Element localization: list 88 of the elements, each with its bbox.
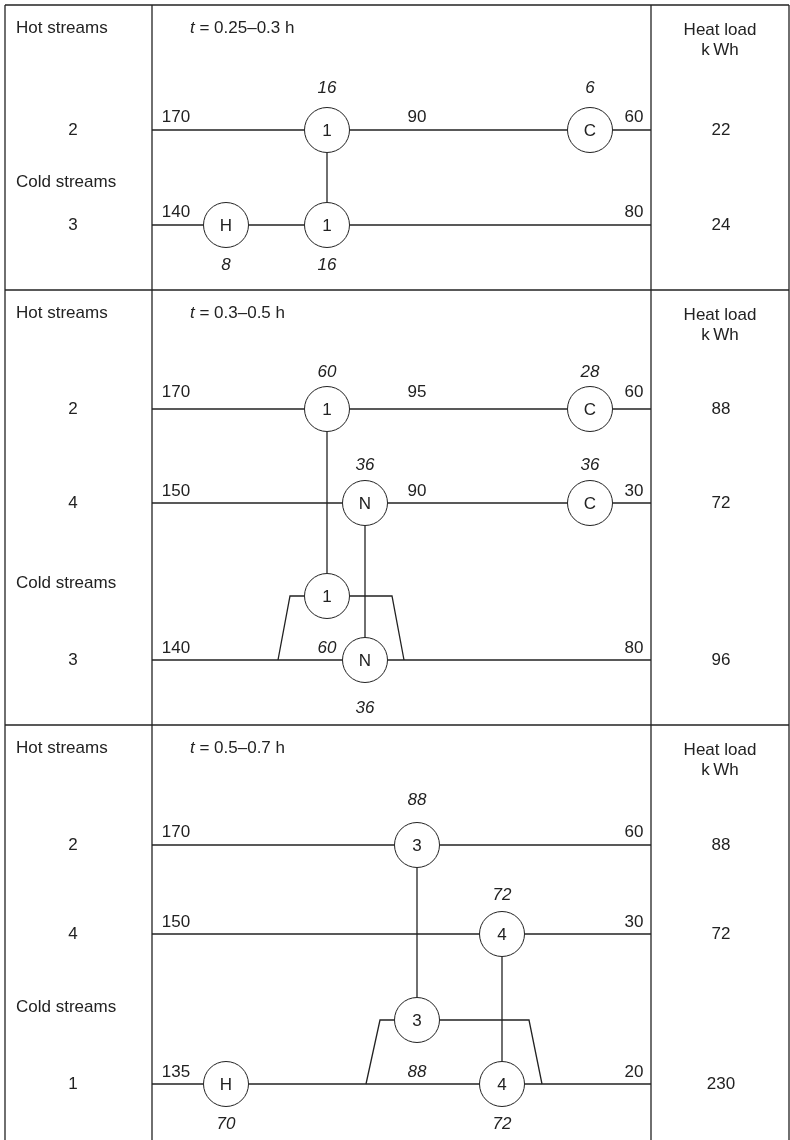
table-text: Heat load k Wh bbox=[682, 20, 758, 60]
exchanger-circle: H bbox=[203, 1061, 249, 1107]
heat-duty-value: 16 bbox=[317, 78, 337, 98]
exchanger-circle: H bbox=[203, 202, 249, 248]
exchanger-circle: C bbox=[567, 107, 613, 153]
heat-duty-value: 28 bbox=[580, 362, 600, 382]
heat-duty-value: 6 bbox=[585, 78, 595, 98]
stream-line bbox=[612, 502, 652, 504]
stream-line bbox=[612, 129, 652, 131]
exchanger-circle: 3 bbox=[394, 822, 440, 868]
match-line bbox=[364, 525, 366, 638]
stream-line bbox=[524, 933, 652, 935]
match-line bbox=[501, 956, 503, 1062]
match-line bbox=[416, 867, 418, 998]
stream-line bbox=[349, 595, 405, 661]
heat-duty-value: 60 bbox=[317, 638, 337, 658]
table-text: Hot streams bbox=[16, 18, 108, 38]
table-text: 96 bbox=[710, 650, 732, 670]
table-text: 24 bbox=[710, 215, 732, 235]
table-text: Cold streams bbox=[16, 997, 117, 1017]
stream-line bbox=[151, 129, 305, 131]
heat-duty-value: 72 bbox=[492, 1114, 512, 1134]
match-line bbox=[326, 431, 328, 574]
stream-line bbox=[151, 1083, 204, 1085]
table-text: 1 bbox=[68, 1074, 78, 1094]
stream-line bbox=[151, 844, 395, 846]
heat-duty-value: 16 bbox=[317, 255, 337, 275]
table-text: t = 0.25–0.3 h bbox=[190, 18, 295, 38]
exchanger-circle: 1 bbox=[304, 202, 350, 248]
table-text: Cold streams bbox=[16, 573, 117, 593]
stream-line bbox=[349, 129, 568, 131]
exchanger-circle: N bbox=[342, 480, 388, 526]
stream-line bbox=[151, 408, 305, 410]
stream-line bbox=[524, 1083, 652, 1085]
stream-line bbox=[612, 408, 652, 410]
table-text: t = 0.5–0.7 h bbox=[190, 738, 285, 758]
exchanger-circle: N bbox=[342, 637, 388, 683]
heat-duty-value: 70 bbox=[216, 1114, 236, 1134]
table-text: Heat load k Wh bbox=[682, 740, 758, 780]
heat-duty-value: 72 bbox=[492, 885, 512, 905]
table-text: 22 bbox=[710, 120, 732, 140]
table-text: 230 bbox=[705, 1074, 737, 1094]
exchanger-circle: C bbox=[567, 480, 613, 526]
heat-duty-value: 36 bbox=[355, 455, 375, 475]
stream-line bbox=[248, 1083, 480, 1085]
heat-duty-value: 36 bbox=[355, 698, 375, 718]
table-text: 72 bbox=[710, 493, 732, 513]
heat-duty-value: 88 bbox=[407, 790, 427, 810]
heat-duty-value: 60 bbox=[317, 362, 337, 382]
table-text: 72 bbox=[710, 924, 732, 944]
table-text: Hot streams bbox=[16, 738, 108, 758]
stream-line bbox=[248, 224, 305, 226]
exchanger-circle: 1 bbox=[304, 107, 350, 153]
stream-line bbox=[349, 224, 652, 226]
table-text: 2 bbox=[68, 399, 78, 419]
table-text: 3 bbox=[68, 215, 78, 235]
heat-duty-value: 88 bbox=[407, 1062, 427, 1082]
stream-line bbox=[151, 659, 343, 661]
match-line bbox=[326, 152, 328, 203]
table-text: 88 bbox=[710, 835, 732, 855]
table-text: 2 bbox=[68, 120, 78, 140]
exchanger-circle: 4 bbox=[479, 1061, 525, 1107]
exchanger-circle: C bbox=[567, 386, 613, 432]
stream-line bbox=[387, 502, 568, 504]
heat-duty-value: 36 bbox=[580, 455, 600, 475]
exchanger-circle: 4 bbox=[479, 911, 525, 957]
stream-line bbox=[387, 659, 652, 661]
stream-line bbox=[151, 933, 480, 935]
stream-line bbox=[151, 502, 343, 504]
table-text: 88 bbox=[710, 399, 732, 419]
exchanger-circle: 1 bbox=[304, 386, 350, 432]
stream-line bbox=[439, 1019, 543, 1085]
stream-line bbox=[439, 844, 652, 846]
exchanger-circle: 1 bbox=[304, 573, 350, 619]
table-text: 4 bbox=[68, 924, 78, 944]
table-text: t = 0.3–0.5 h bbox=[190, 303, 285, 323]
exchanger-circle: 3 bbox=[394, 997, 440, 1043]
stream-line bbox=[277, 595, 305, 661]
table-text: Hot streams bbox=[16, 303, 108, 323]
stream-line bbox=[349, 408, 568, 410]
table-text: 4 bbox=[68, 493, 78, 513]
stream-line bbox=[151, 224, 204, 226]
heat-duty-value: 8 bbox=[221, 255, 231, 275]
table-text: 3 bbox=[68, 650, 78, 670]
table-text: Cold streams bbox=[16, 172, 117, 192]
table-text: Heat load k Wh bbox=[682, 305, 758, 345]
stream-line bbox=[365, 1019, 395, 1085]
table-text: 2 bbox=[68, 835, 78, 855]
